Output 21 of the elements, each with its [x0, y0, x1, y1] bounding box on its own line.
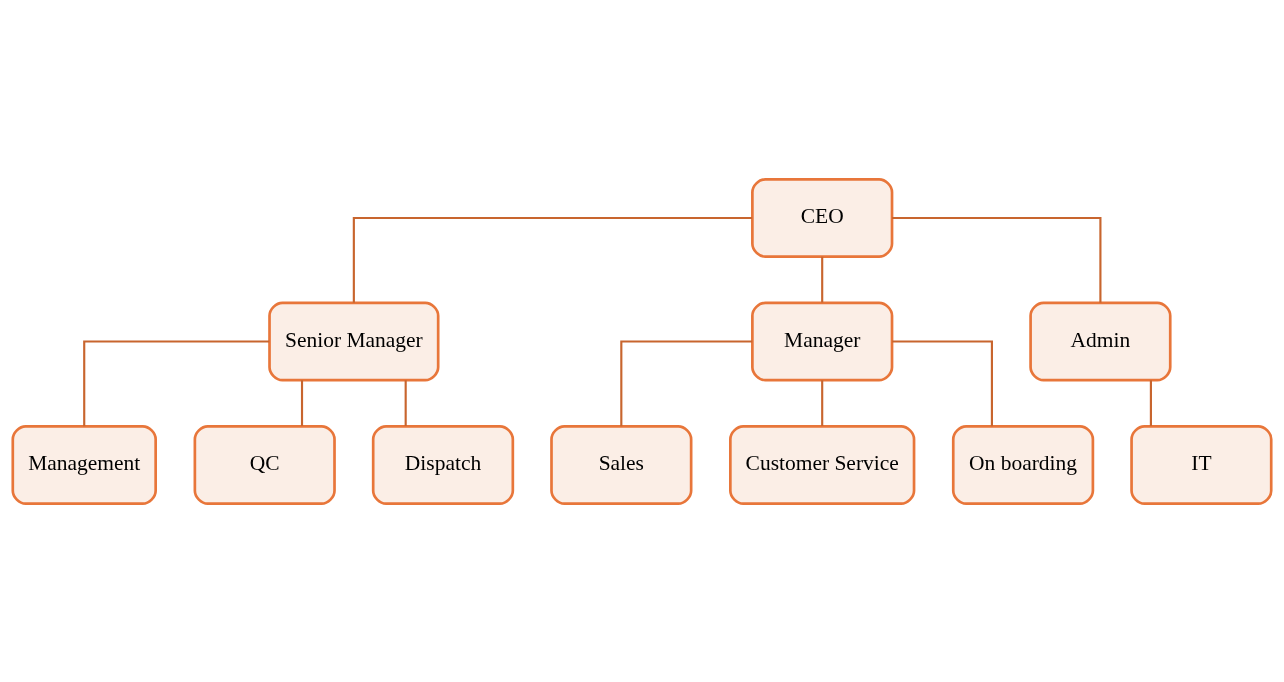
node-box: Customer Service: [729, 424, 916, 505]
connector: [300, 379, 304, 426]
connector: [1149, 379, 1152, 426]
connector: [821, 379, 824, 426]
connector: [892, 339, 993, 426]
connector: [620, 339, 753, 426]
node-box: Senior Manager: [268, 301, 440, 381]
node-box: On boarding: [951, 424, 1095, 505]
connector: [892, 216, 1102, 303]
connector: [352, 216, 753, 303]
connector: [821, 256, 824, 302]
connector: [404, 379, 407, 426]
node-box: Management: [11, 424, 157, 505]
node-box: QC: [193, 424, 336, 505]
node-box: Sales: [550, 424, 693, 505]
node-box: Dispatch: [371, 424, 515, 505]
connector: [83, 339, 270, 426]
node-box: Manager: [751, 301, 894, 381]
node-box: CEO: [751, 177, 894, 258]
node-box: IT: [1130, 424, 1273, 505]
node-box: Admin: [1029, 301, 1172, 381]
